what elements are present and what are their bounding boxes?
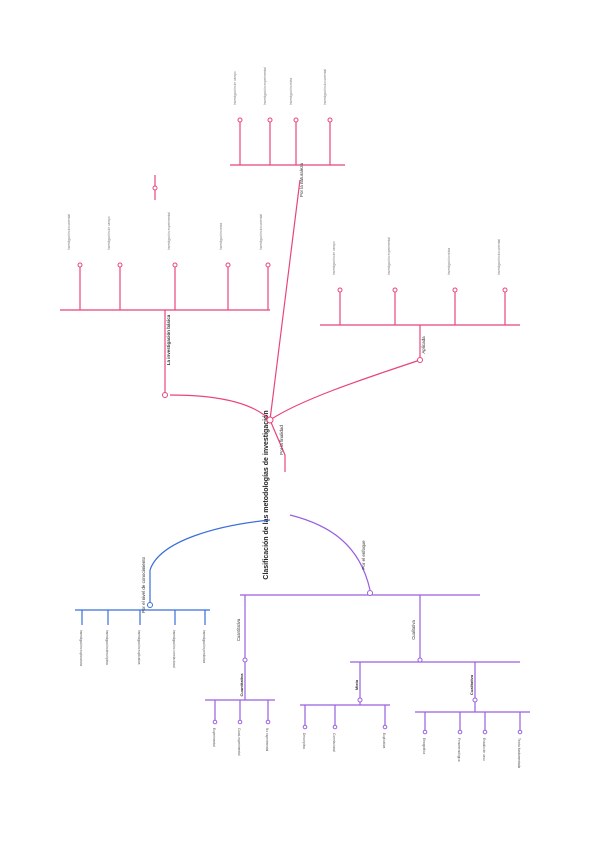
leaf-text: Investigación experimental (263, 67, 267, 105)
leaf-text: Investigación de campo (233, 71, 237, 105)
leaf-text: Investigación descriptiva (105, 630, 109, 665)
group-label: Cuantitativa (239, 673, 244, 697)
leaf-text: Estudio de caso (482, 738, 486, 761)
lower-right-nodes (212, 590, 523, 735)
leaf-text: Cuasi-experimental (237, 728, 241, 756)
root-node[interactable]: Clasificación de las metodologías de inv… (263, 410, 270, 579)
upper-label[interactable]: Por la finalidad (279, 425, 284, 455)
leaf-text: Etnográfica (422, 738, 426, 754)
lower-right-leaf-texts: Experimental Cuasi-experimental No exper… (212, 728, 521, 768)
leaf-text: Investigación explicativa (137, 630, 141, 665)
leaf-text: Experimental (212, 728, 216, 747)
leaf-text: Investigación documental (323, 69, 327, 105)
svg-text:Por el nivel de conocimiento: Por el nivel de conocimiento (141, 556, 146, 613)
leaf-text: No experimental (265, 728, 269, 752)
upper-nodes (77, 117, 508, 424)
leaf-text: Investigación de campo (332, 241, 336, 275)
upper-tree (60, 120, 520, 456)
svg-text:Por el enfoque: Por el enfoque (361, 540, 366, 570)
top-node-label[interactable]: Por la naturaleza (299, 162, 304, 197)
lower-left-nodes (147, 602, 153, 608)
leaf-text: Correlacional (332, 733, 336, 752)
leaf-text: Explicativa (382, 733, 386, 748)
svg-text:Por la finalidad: Por la finalidad (279, 425, 284, 455)
svg-text:Por la naturaleza: Por la naturaleza (299, 162, 304, 197)
lower-right-group-labels: Cuantitativa Mixta Cualitativa (239, 673, 474, 697)
leaf-text: Investigación documental (259, 214, 263, 250)
upper-leaf-texts: Investigación documental Investigación d… (67, 67, 501, 275)
lower-left-label[interactable]: Por el nivel de conocimiento (141, 556, 146, 613)
qual-label[interactable]: Cualitativa (411, 620, 416, 640)
leaf-text: Teoría fundamentada (517, 738, 521, 768)
leaf-text: Investigación experimental (167, 212, 171, 250)
leaf-text: Investigación documental (497, 239, 501, 275)
applied-label[interactable]: Aplicada (421, 336, 426, 354)
leaf-text: Descriptiva (302, 733, 306, 749)
leaf-text: Investigación documental (67, 214, 71, 250)
leaf-text: Investigación mixta (447, 248, 451, 275)
lower-right-label[interactable]: Por el enfoque (361, 540, 366, 570)
leaf-text: Investigación exploratoria (79, 630, 83, 666)
basic-label[interactable]: La investigación básica (166, 314, 171, 365)
leaf-text: Investigación predictiva (202, 630, 206, 663)
leaf-text: Investigación mixta (289, 78, 293, 105)
lower-right-tree (205, 514, 530, 730)
quant-label[interactable]: Cuantitativa (236, 618, 241, 641)
lower-left-tree (75, 519, 271, 625)
root-title: Clasificación de las metodologías de inv… (263, 410, 270, 579)
svg-text:Cuantitativa: Cuantitativa (236, 618, 241, 641)
leaf-text: Investigación de campo (107, 216, 111, 250)
group-label: Mixta (354, 679, 359, 690)
edge-to-top (269, 179, 301, 421)
edge-to-basic (169, 394, 271, 421)
leaf-text: Investigación correlacional (172, 630, 176, 668)
leaf-text: Investigación mixta (219, 223, 223, 250)
lower-left-leaf-texts: Investigación exploratoria Investigación… (79, 630, 206, 668)
svg-text:Cualitativa: Cualitativa (411, 620, 416, 640)
leaf-text: Fenomenológica (457, 738, 461, 762)
svg-text:Aplicada: Aplicada (421, 336, 426, 354)
svg-text:La investigación básica: La investigación básica (166, 314, 171, 365)
group-label: Cualitativa (469, 674, 474, 695)
leaf-text: Investigación experimental (387, 237, 391, 275)
edge-to-applied (269, 359, 421, 421)
